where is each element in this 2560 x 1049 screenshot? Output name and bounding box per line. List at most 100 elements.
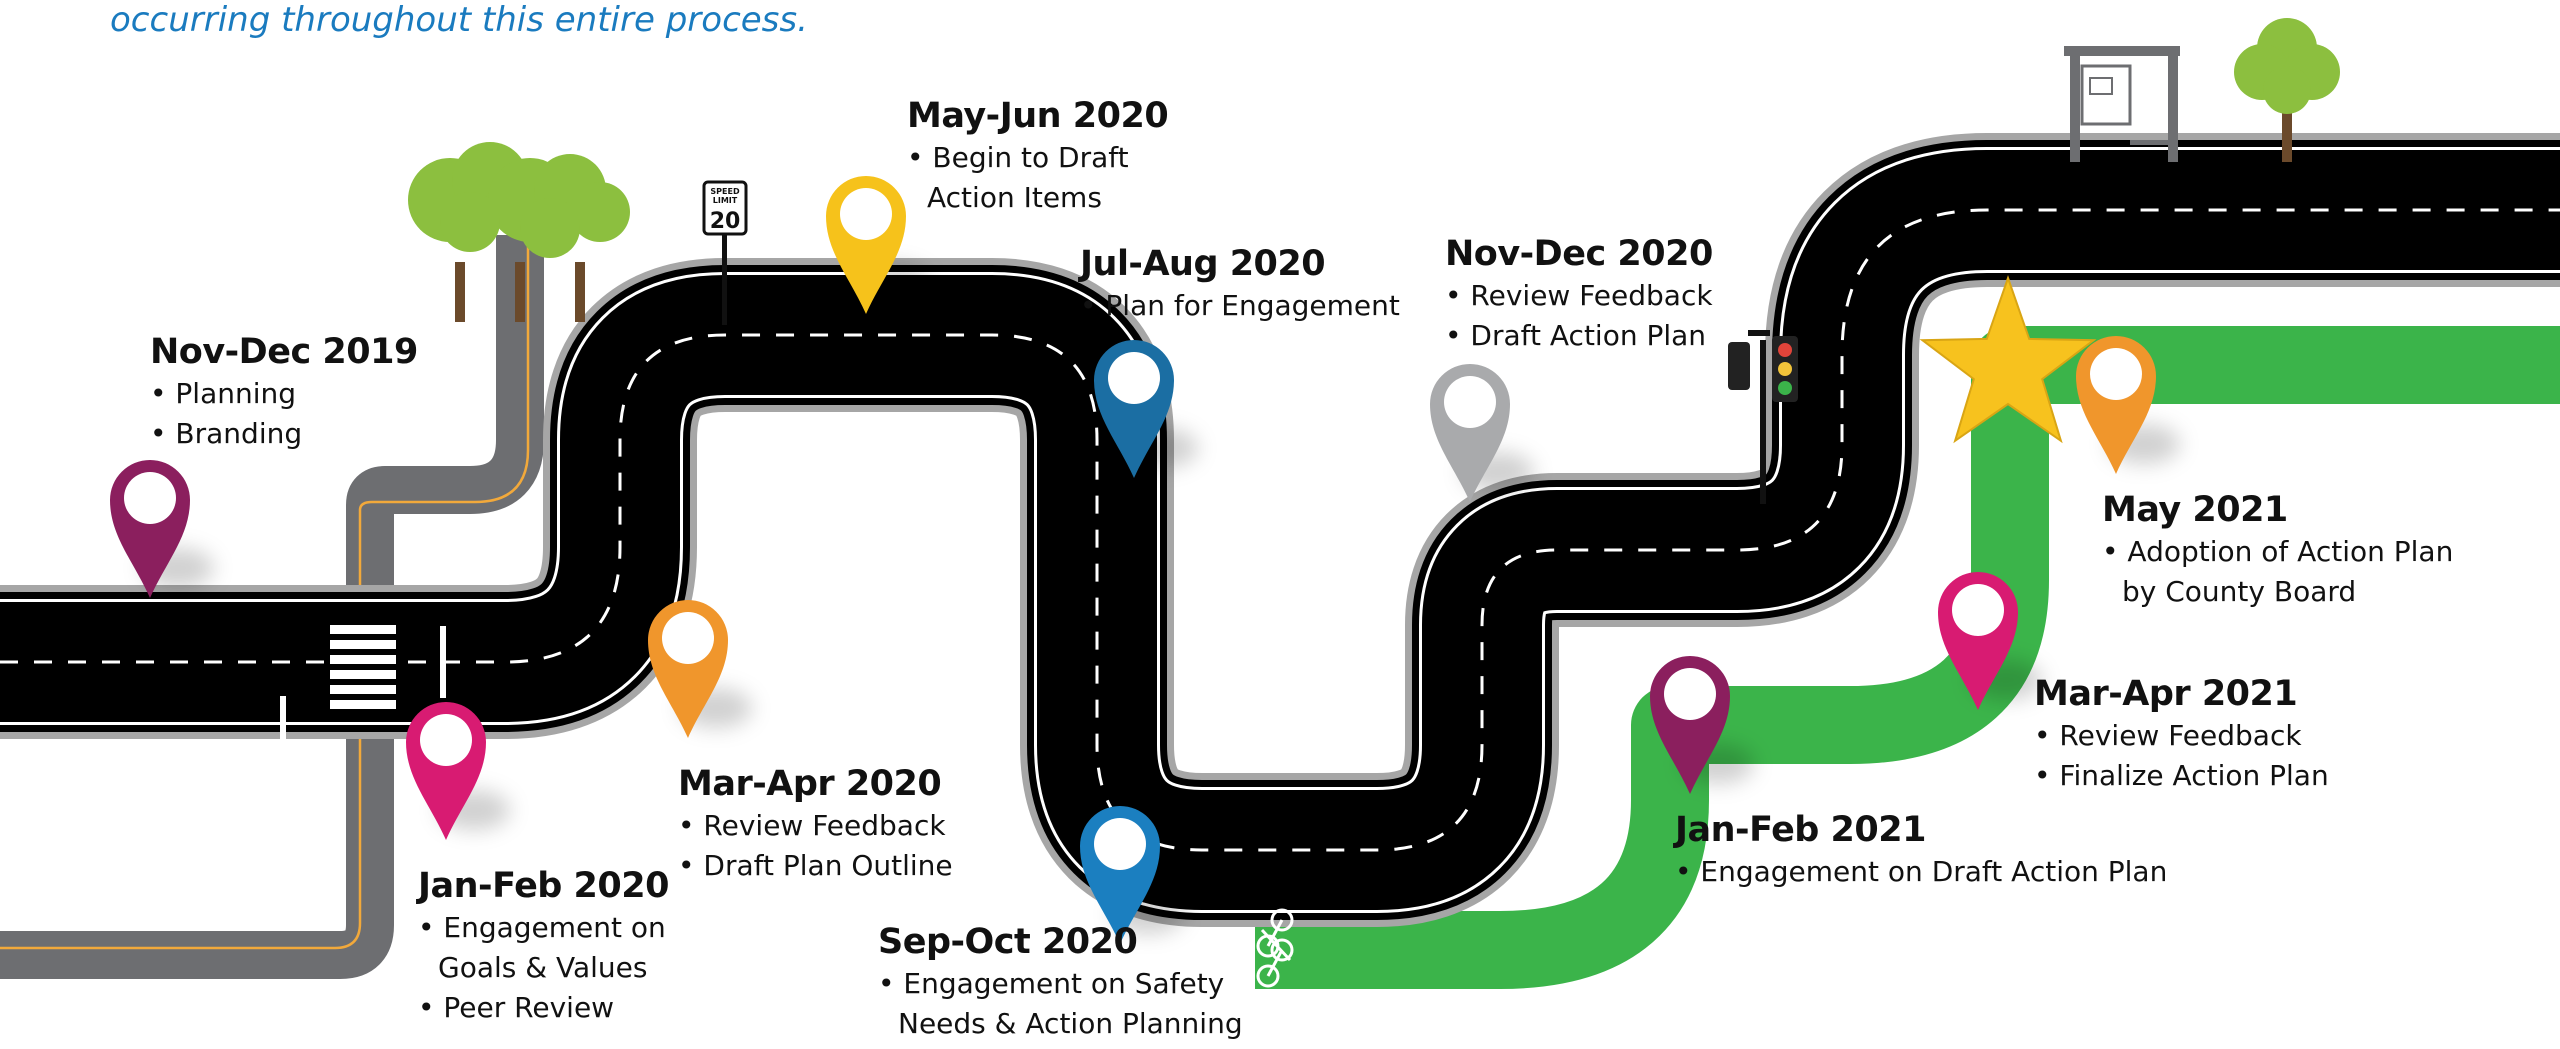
- milestone-item: • Engagement on: [418, 911, 666, 944]
- milestone-date: May-Jun 2020: [907, 96, 1169, 136]
- bike-wheel: [1270, 938, 1294, 962]
- pin-hole: [1952, 584, 2004, 636]
- sign-post: [722, 230, 727, 325]
- speed-sign-line2: LIMIT: [713, 196, 738, 205]
- milestone-item: • Draft Action Plan: [1445, 319, 1707, 352]
- milestone-jul-aug-2020: Jul-Aug 2020 • Plan for Engagement: [1080, 242, 1400, 326]
- pin-nov-dec-2020: [1430, 364, 1534, 502]
- shelter-bench: [2130, 140, 2170, 145]
- milestone-date: Mar-Apr 2021: [2034, 674, 2298, 714]
- pin-nov-dec-2019: [110, 460, 214, 598]
- milestone-item: Goals & Values: [438, 951, 648, 984]
- milestone-item: • Branding: [150, 417, 303, 450]
- milestone-item: • Adoption of Action Plan: [2102, 535, 2454, 568]
- star-icon: [1919, 274, 2097, 444]
- pin-hole: [662, 612, 714, 664]
- milestone-item: • Draft Plan Outline: [678, 849, 953, 882]
- milestone-item: • Begin to Draft: [907, 141, 1129, 174]
- milestone-date: Nov-Dec 2019: [150, 332, 418, 372]
- shelter-post: [2168, 56, 2178, 162]
- milestone-item: by County Board: [2122, 575, 2357, 608]
- pin-mar-apr-2021: [1938, 572, 2042, 710]
- main-road: [0, 133, 2560, 927]
- pin-hole: [124, 472, 176, 524]
- speed-sign-line1: SPEED: [710, 187, 740, 196]
- light-lamp: [1778, 343, 1792, 357]
- crosswalk-stripe: [330, 700, 396, 709]
- shelter-roof: [2064, 46, 2180, 56]
- tree-trunk: [455, 262, 465, 322]
- milestone-item: Action Items: [927, 181, 1102, 214]
- milestone-item: • Peer Review: [418, 991, 615, 1024]
- milestone-item: • Review Feedback: [2034, 719, 2302, 752]
- milestone-item: • Plan for Engagement: [1080, 289, 1400, 322]
- shelter-map: [2089, 77, 2113, 95]
- milestone-date: Jul-Aug 2020: [1080, 244, 1326, 284]
- milestone-nov-dec-2019: Nov-Dec 2019 • Planning • Branding: [150, 330, 418, 454]
- tree-foliage: [2263, 66, 2311, 114]
- side-road: [0, 235, 544, 979]
- milestone-item: • Engagement on Draft Action Plan: [1675, 855, 2168, 888]
- milestone-date: Jan-Feb 2021: [1675, 810, 1926, 850]
- milestone-item: • Review Feedback: [678, 809, 946, 842]
- tree-cluster-left: [408, 142, 630, 322]
- light-arm: [1748, 330, 1770, 336]
- pin-hole: [1664, 668, 1716, 720]
- crosswalk-stripe: [330, 685, 396, 694]
- crosswalk-stripe: [330, 640, 396, 649]
- intro-text: occurring throughout this entire process…: [110, 0, 808, 40]
- tree-foliage: [520, 198, 580, 258]
- milestone-item: Needs & Action Planning: [898, 1007, 1243, 1040]
- pin-jul-aug-2020: [1094, 340, 1198, 478]
- milestone-item: • Engagement on Safety: [878, 967, 1225, 1000]
- speed-sign-value: 20: [710, 209, 741, 234]
- tree-trunk: [515, 262, 525, 322]
- bike-wheel: [1256, 964, 1280, 988]
- sign-face: [702, 180, 748, 236]
- pin-may-jun-2020: [826, 176, 930, 314]
- crosswalk-stripe: [330, 670, 396, 679]
- milestone-nov-dec-2020: Nov-Dec 2020 • Review Feedback • Draft Ac…: [1445, 232, 1713, 356]
- milestone-pins: [110, 176, 2180, 944]
- tree-right: [2234, 18, 2340, 162]
- traffic-light: [1728, 330, 1798, 504]
- shelter-post: [2070, 56, 2080, 162]
- bike-icon: [1256, 908, 1294, 988]
- pin-hole: [2090, 348, 2142, 400]
- milestone-date: Jan-Feb 2020: [418, 866, 669, 906]
- milestone-item: • Planning: [150, 377, 297, 410]
- light-housing-side: [1728, 342, 1750, 390]
- stop-line: [440, 626, 446, 698]
- light-pole: [1760, 340, 1766, 504]
- light-lamp: [1778, 381, 1792, 395]
- pin-hole: [1094, 818, 1146, 870]
- road-center-dashes: [0, 208, 2560, 852]
- pin-hole: [1444, 376, 1496, 428]
- milestone-date: Mar-Apr 2020: [678, 764, 942, 804]
- milestone-mar-apr-2020: Mar-Apr 2020 • Review Feedback • Draft Pl…: [678, 762, 953, 886]
- milestone-date: Nov-Dec 2020: [1445, 234, 1713, 274]
- pin-hole: [420, 714, 472, 766]
- milestone-mar-apr-2021: Mar-Apr 2021 • Review Feedback• Finalize…: [2034, 672, 2329, 796]
- tree-trunk: [2282, 100, 2292, 162]
- stop-line: [280, 696, 286, 768]
- crosswalk: [280, 625, 446, 768]
- pin-hole: [1108, 352, 1160, 404]
- tree-trunk: [575, 262, 585, 322]
- star-shape: [1919, 274, 2097, 444]
- tree-foliage: [570, 182, 630, 242]
- bus-shelter: [2064, 46, 2180, 162]
- pin-sep-oct-2020: [1080, 806, 1184, 944]
- milestone-jan-feb-2021: Jan-Feb 2021 • Engagement on Draft Actio…: [1675, 808, 2167, 892]
- light-lamp: [1778, 362, 1792, 376]
- pin-hole: [840, 188, 892, 240]
- milestone-item: • Review Feedback: [1445, 279, 1713, 312]
- pin-jan-feb-2021: [1650, 656, 1754, 794]
- pin-mar-apr-2020: [648, 600, 752, 738]
- pin-jan-feb-2020: [406, 702, 510, 840]
- bike-wheel: [1270, 908, 1294, 932]
